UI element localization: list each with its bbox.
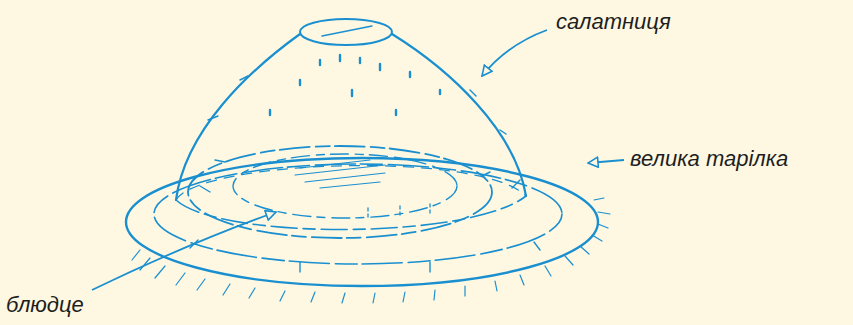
leader-line bbox=[92, 212, 276, 290]
leader-line bbox=[482, 30, 547, 76]
leader-line bbox=[588, 160, 624, 163]
part-label-box: блюдце bbox=[6, 292, 84, 317]
salad-bowl bbox=[176, 19, 526, 230]
sketch bbox=[126, 19, 610, 303]
part-label: велика тарілка bbox=[630, 146, 788, 171]
saucer bbox=[188, 146, 492, 238]
part-label: салатниця bbox=[556, 9, 671, 34]
part-label-box: велика тарілка bbox=[630, 146, 788, 171]
part-label: блюдце bbox=[6, 292, 84, 317]
leader-lines bbox=[92, 30, 624, 290]
part-label-box: салатниця bbox=[556, 9, 671, 34]
